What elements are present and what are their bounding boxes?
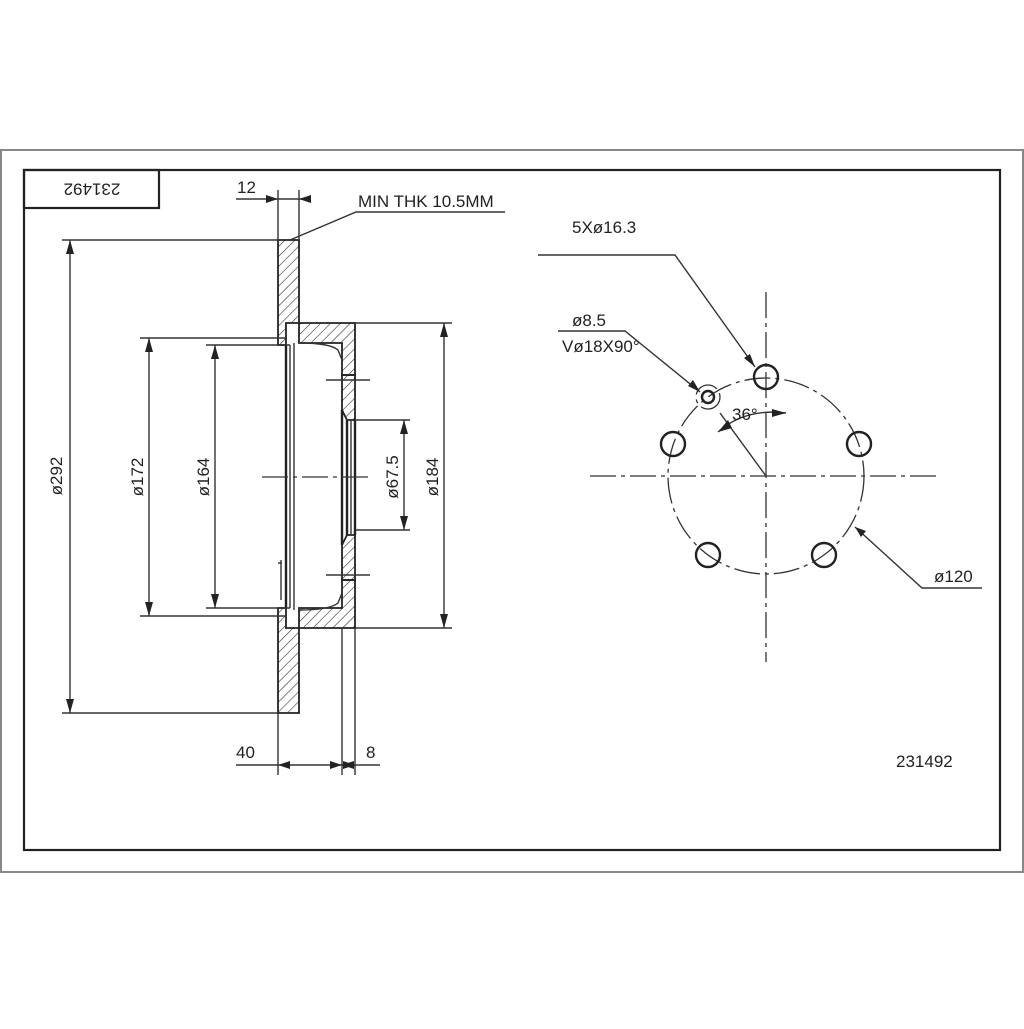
hub-flange-bottom (341, 534, 356, 581)
section-view: 12 MIN THK 10.5MM ø292 ø172 ø164 ø67.5 ø… (47, 178, 505, 775)
front-view: 5Xø16.3 ø8.5 Vø18X90° 36° ø120 (538, 218, 982, 662)
dim-dia-outer: ø292 (47, 457, 66, 496)
dim-dia-172: ø172 (128, 458, 147, 497)
bolt-hole (845, 430, 873, 458)
pilot-hole (700, 389, 716, 405)
dim-thickness-top: 12 (237, 178, 256, 197)
hub-hat-bottom (298, 579, 356, 629)
stamp-text: 231492 (64, 180, 121, 199)
pilot-countersink (695, 384, 721, 410)
stamp-box (22, 168, 161, 210)
bolt-hole (659, 430, 687, 458)
dim-height-40: 40 (236, 743, 255, 762)
bolt-holes-spec: 5Xø16.3 (572, 218, 636, 237)
pilot-hole-dia: ø8.5 (572, 311, 606, 330)
dim-dia-hub-bore: ø67.5 (383, 455, 402, 498)
bolt-hole (752, 363, 780, 391)
min-thickness-note: MIN THK 10.5MM (358, 192, 494, 211)
disc-face-bottom (277, 607, 300, 714)
dim-dia-184: ø184 (423, 458, 442, 497)
dim-dia-164: ø164 (194, 458, 213, 497)
disc-face-top (277, 239, 300, 346)
pcd-circle (667, 377, 865, 575)
outer-frame (0, 149, 1024, 873)
pcd-dia: ø120 (934, 567, 973, 586)
bolt-hole (810, 541, 838, 569)
part-number-label: 231492 (896, 752, 953, 771)
dim-flange-8: 8 (366, 743, 375, 762)
hub-hat-top (298, 322, 356, 376)
bolt-hole (694, 541, 722, 569)
angle-36: 36° (732, 405, 758, 424)
pilot-countersink-spec: Vø18X90° (562, 337, 640, 356)
hub-flange-top (341, 374, 356, 421)
inner-frame (22, 168, 1002, 852)
